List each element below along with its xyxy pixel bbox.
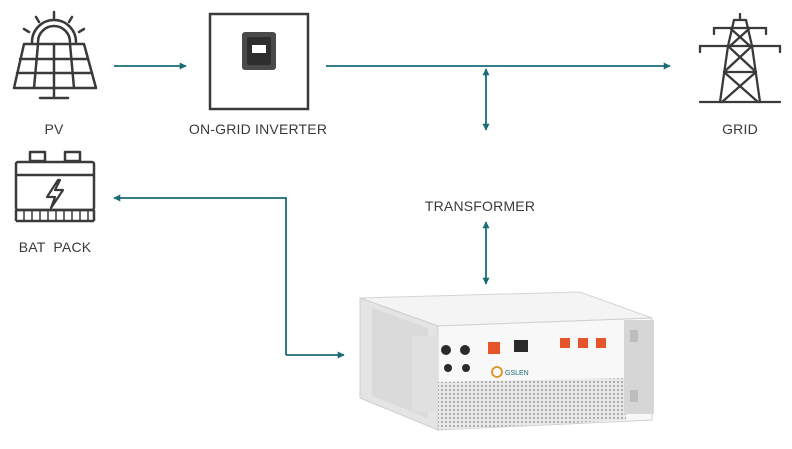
battery-storage-unit-icon: GSLEN <box>359 291 654 431</box>
inverter-icon <box>208 12 310 111</box>
connection-arrows <box>113 62 671 359</box>
battery-icon <box>14 150 96 223</box>
transformer-label: TRANSFORMER <box>424 198 536 214</box>
grid-label: GRID <box>722 121 758 137</box>
brand-logo-text: GSLEN <box>505 370 529 377</box>
solar-panel-icon <box>12 10 98 100</box>
pv-label: PV <box>44 121 64 137</box>
arrow-storage-to-battery <box>113 194 287 355</box>
transmission-tower-icon <box>698 12 782 104</box>
battery-pack-label: BAT PACK <box>18 239 92 255</box>
inverter-label: ON-GRID INVERTER <box>188 121 328 137</box>
